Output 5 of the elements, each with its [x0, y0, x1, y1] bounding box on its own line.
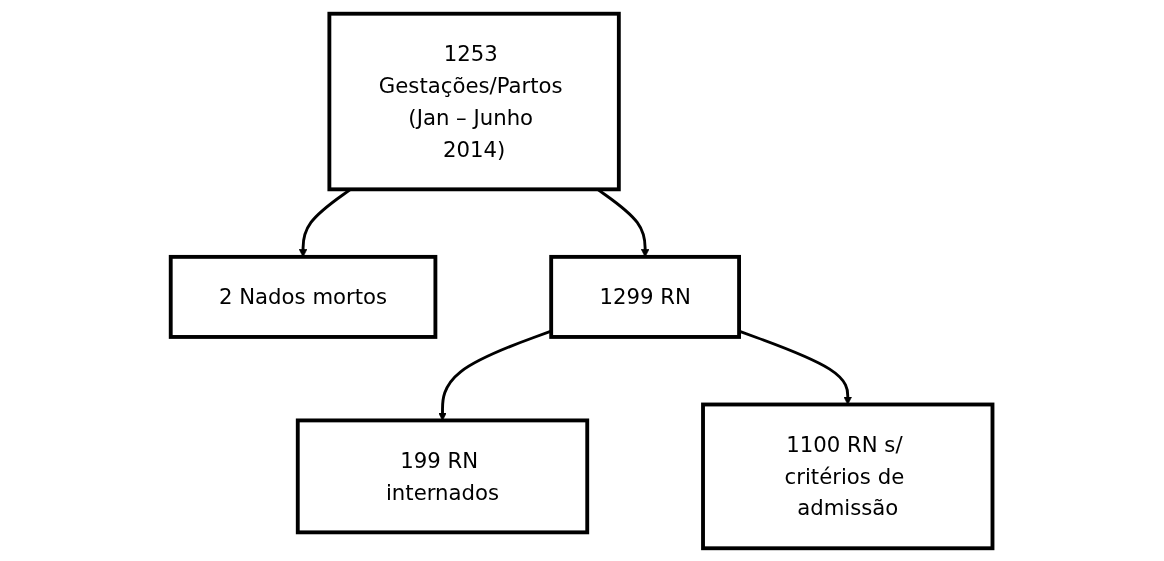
node-box: 1299 RN	[549, 254, 742, 339]
node-box: 1100 RN s/ critérios de admissão	[701, 402, 995, 550]
node-box: 1253 Gestações/Partos (Jan – Junho 2014)	[327, 11, 622, 191]
node-box: 2 Nados mortos	[169, 254, 438, 339]
node-box: 199 RN internados	[296, 418, 590, 534]
